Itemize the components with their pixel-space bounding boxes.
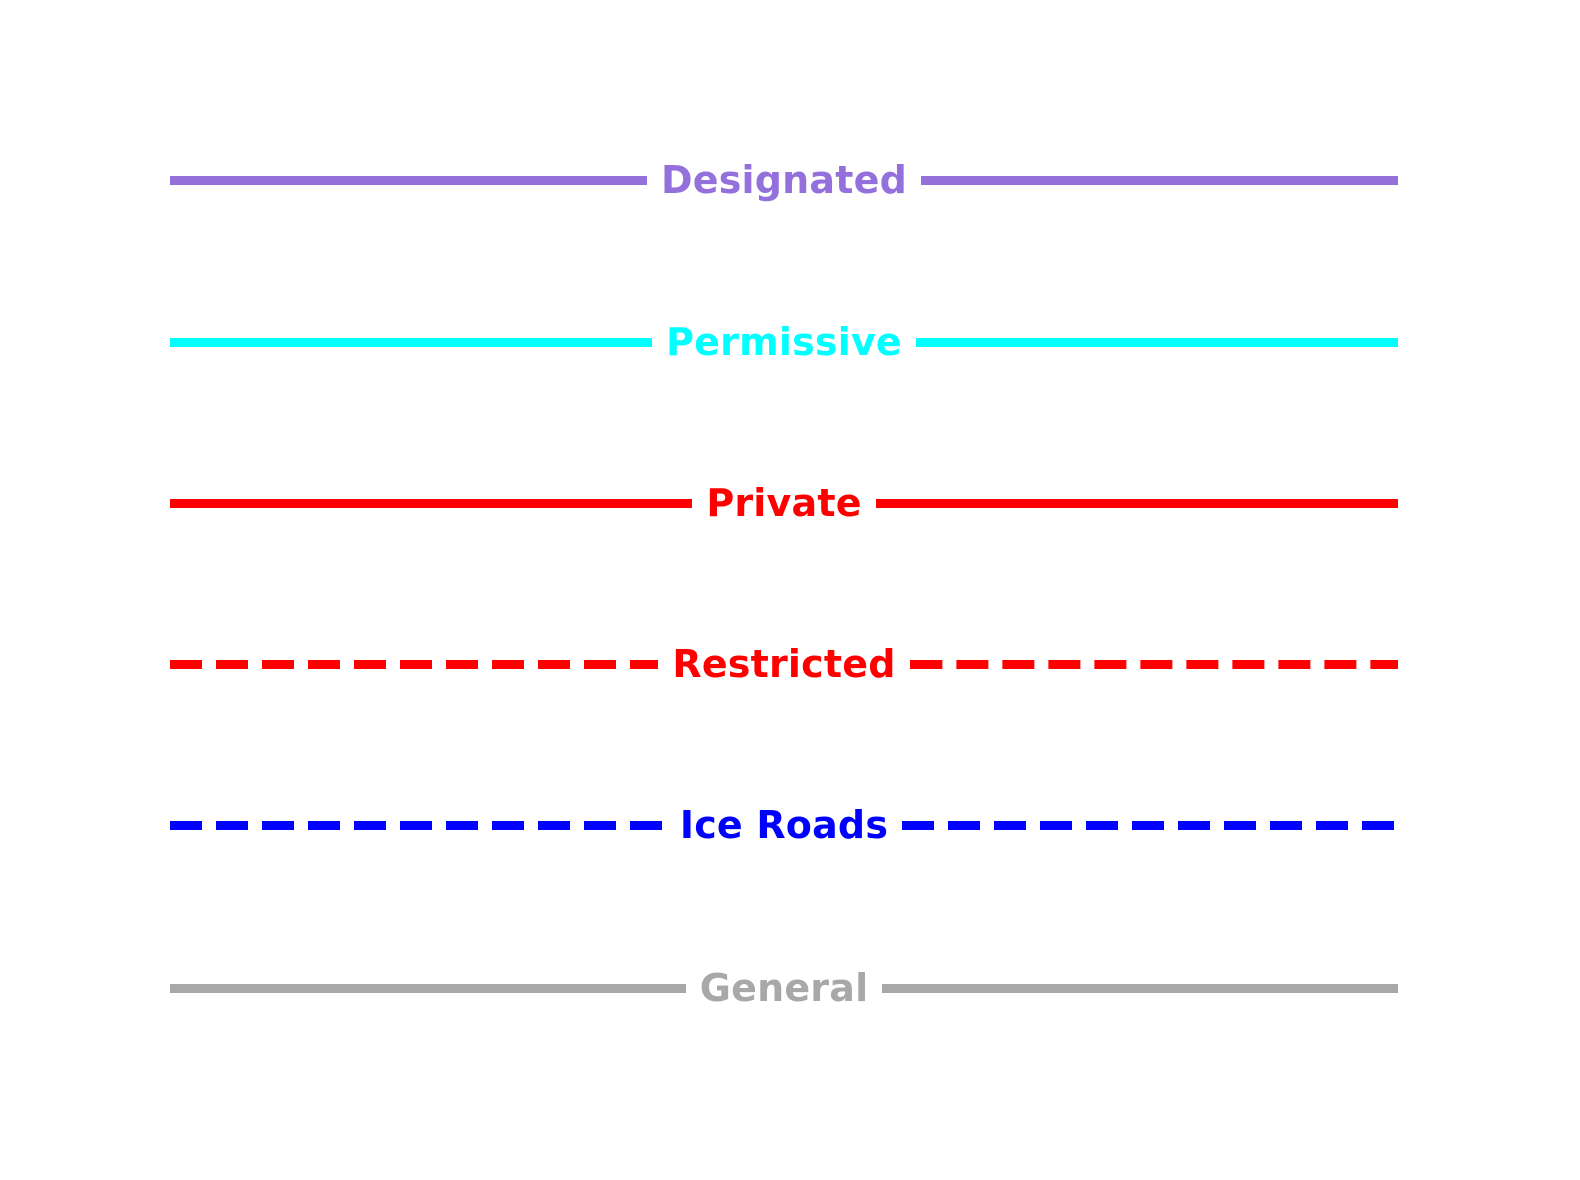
legend-label-designated: Designated bbox=[661, 158, 907, 202]
legend-line-sample-left-general bbox=[170, 983, 686, 993]
legend-label-ice-roads: Ice Roads bbox=[679, 803, 889, 847]
legend-label-private: Private bbox=[706, 481, 862, 525]
legend-line-sample-left-restricted bbox=[170, 659, 659, 669]
legend-entry-permissive: Permissive bbox=[170, 312, 1399, 372]
legend-entry-general: General bbox=[170, 958, 1399, 1018]
legend-line-sample-right-private bbox=[875, 498, 1398, 508]
legend-label-permissive: Permissive bbox=[666, 320, 902, 364]
legend-line-sample-left-ice-roads bbox=[170, 820, 666, 830]
legend-entry-restricted: Restricted bbox=[170, 634, 1398, 694]
legend-entry-private: Private bbox=[170, 473, 1398, 533]
legend-line-sample-right-ice-roads bbox=[902, 820, 1399, 830]
legend-label-restricted: Restricted bbox=[672, 642, 896, 686]
legend-entry-designated: Designated bbox=[170, 150, 1398, 210]
legend-line-sample-left-permissive bbox=[170, 337, 653, 347]
legend-line-sample-right-restricted bbox=[909, 659, 1398, 669]
legend-line-sample-right-designated bbox=[921, 175, 1398, 185]
legend-line-sample-right-permissive bbox=[915, 337, 1399, 347]
legend-label-general: General bbox=[699, 966, 869, 1010]
legend-line-sample-right-general bbox=[882, 983, 1399, 993]
legend-entry-ice-roads: Ice Roads bbox=[170, 795, 1399, 855]
legend-line-sample-left-private bbox=[170, 498, 693, 508]
legend-line-sample-left-designated bbox=[170, 175, 647, 185]
